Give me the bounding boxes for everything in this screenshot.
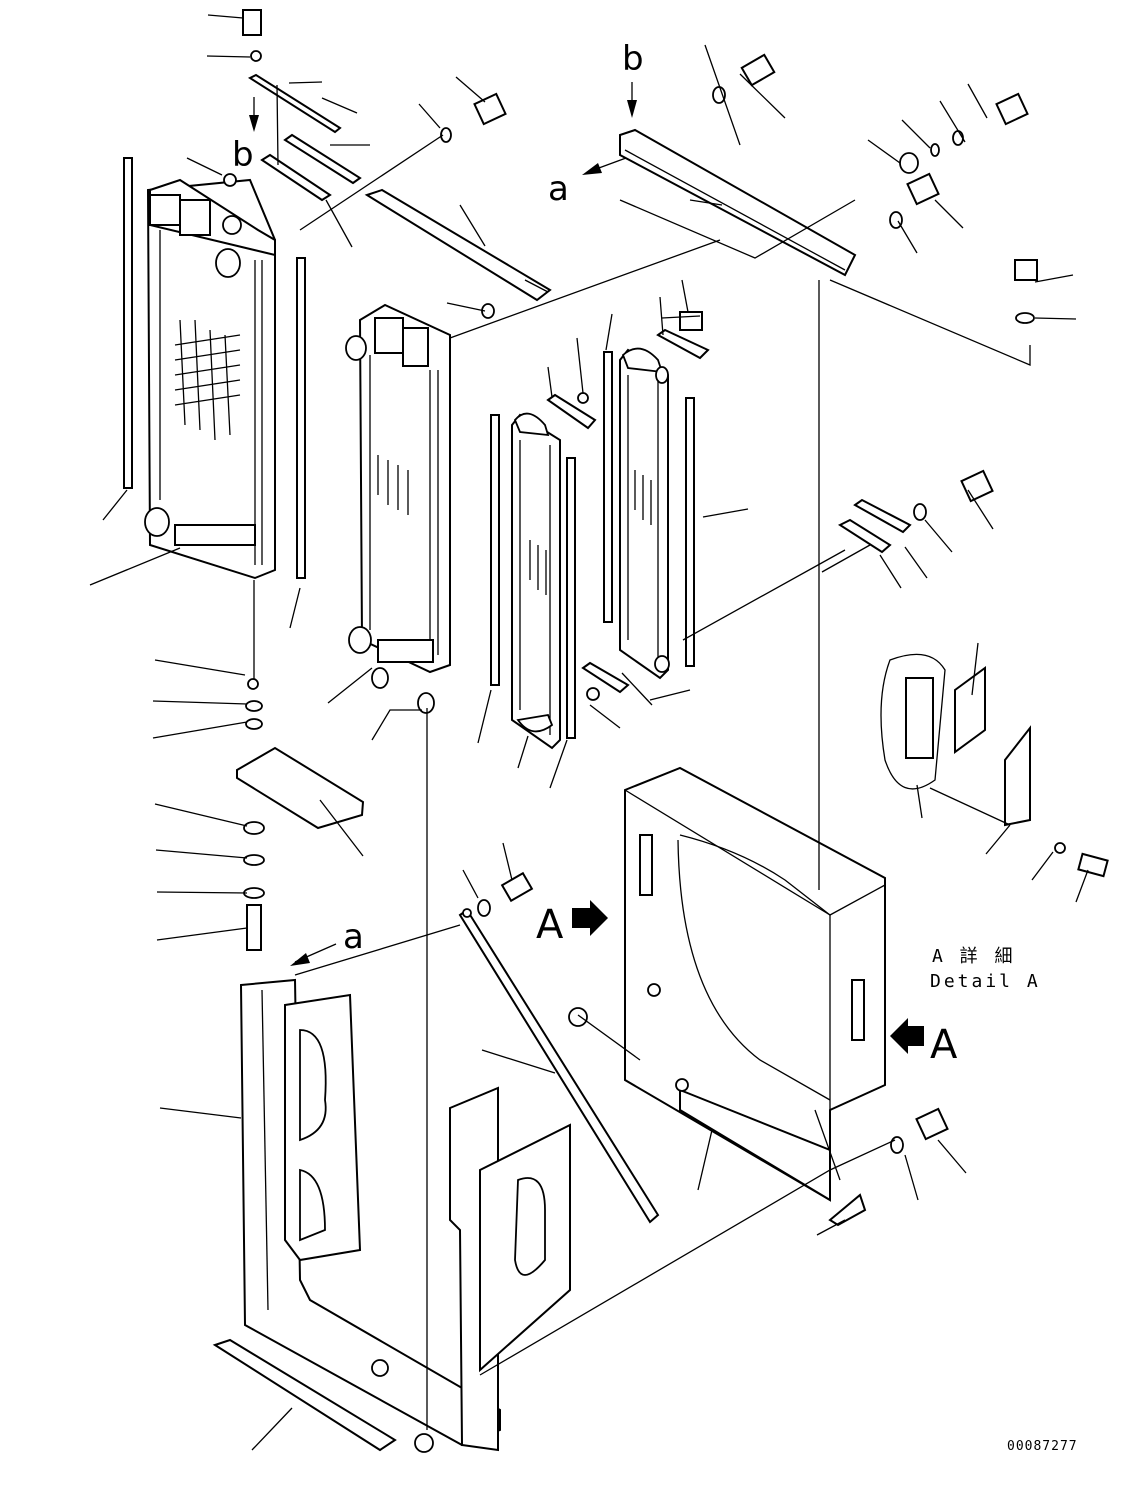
seal-strip-middle-top [364, 188, 552, 302]
top-bracket-left [223, 50, 362, 202]
arrow-a-label-top: a [548, 169, 569, 209]
radiator-core-left [144, 178, 276, 580]
view-a-arrow-left [572, 900, 608, 936]
view-a-label-right: A [930, 1022, 958, 1068]
aftercooler-core [345, 303, 451, 674]
detail-a-title-en: Detail A [930, 971, 1041, 992]
drawing-number: 00087277 [1007, 1439, 1078, 1454]
seal-strip-left-inner [296, 257, 306, 579]
detail-a-view [880, 653, 1066, 854]
arrow-a-label-bottom: a [343, 917, 364, 957]
tie-rod [458, 908, 660, 1224]
detail-a-title-jp: A 詳 細 [932, 946, 1016, 967]
fan-shroud [624, 766, 886, 1202]
seal-strips-coolers [490, 328, 710, 739]
view-a-label-left: A [536, 902, 564, 948]
radiator-support-frame [212, 978, 571, 1452]
oil-cooler-front [511, 412, 561, 750]
view-arrows [249, 82, 924, 1054]
view-a-arrow-right [890, 1018, 924, 1054]
view-b-label-left: b [232, 135, 254, 175]
seal-strip-left-outer [123, 157, 133, 489]
view-b-label-right: b [622, 39, 644, 79]
bottom-plate [236, 678, 365, 951]
oil-cooler-rear [619, 347, 670, 680]
assembly-guide-lines [253, 84, 1031, 1430]
callout-leader-lines [89, 14, 1089, 1451]
shroud-grommet [568, 1007, 588, 1027]
bolts-and-washers [242, 9, 1109, 1453]
top-bracket-right [619, 128, 857, 277]
